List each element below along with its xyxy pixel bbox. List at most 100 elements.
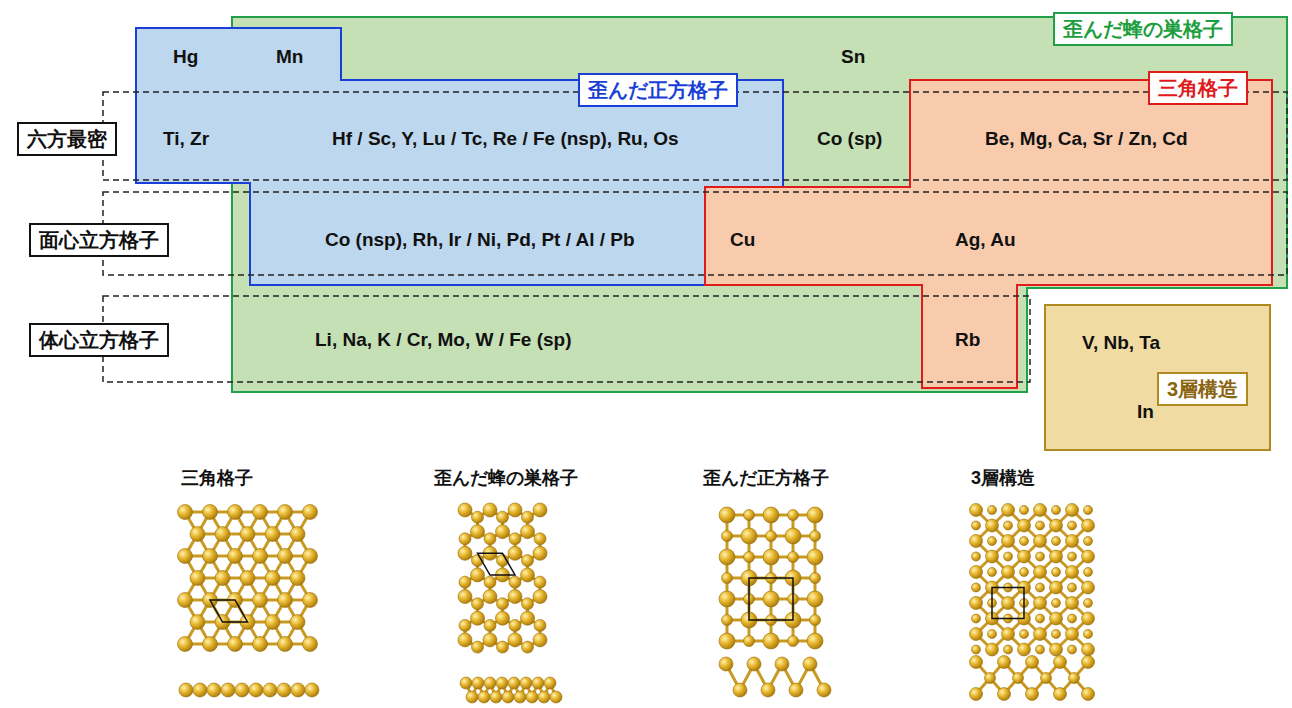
atom [1052, 506, 1061, 515]
atom [986, 519, 999, 532]
atom [788, 552, 799, 563]
atom [533, 503, 547, 517]
atom [1050, 550, 1063, 563]
atom [970, 656, 983, 669]
atom [970, 688, 983, 701]
atom [497, 511, 509, 523]
atom [785, 528, 801, 544]
atom [1036, 583, 1045, 592]
element-label: Hf / Sc, Y, Lu / Tc, Re / Fe (nsp), Ru, … [332, 128, 679, 150]
atom [970, 535, 983, 548]
atom [744, 510, 755, 521]
row-label: 体心立方格子 [29, 323, 169, 357]
atom [722, 615, 733, 626]
atom [972, 521, 981, 530]
unit-cell [210, 600, 248, 622]
atom [483, 633, 497, 647]
atom [1020, 630, 1029, 639]
region-title: 3層構造 [1157, 372, 1248, 406]
atom [520, 677, 532, 689]
atom [303, 549, 318, 564]
atom [508, 677, 520, 689]
atom [1082, 656, 1095, 669]
atom [496, 611, 510, 625]
atom [221, 683, 235, 697]
atom [985, 673, 996, 684]
atom [203, 637, 218, 652]
atom [193, 683, 207, 697]
atom [534, 533, 546, 545]
atom [526, 691, 538, 703]
atom [1002, 504, 1015, 517]
atom [998, 688, 1011, 701]
node-text: 歪んだ蜂の巣格子 [1063, 18, 1223, 40]
atom [497, 598, 509, 610]
atom [278, 637, 293, 652]
atom [265, 527, 280, 542]
atom [1052, 599, 1061, 608]
atom [228, 549, 243, 564]
atom [1084, 599, 1093, 608]
atom [972, 552, 981, 561]
atom [1084, 506, 1093, 515]
element-label: Be, Mg, Ca, Sr / Zn, Cd [985, 128, 1188, 150]
atom [1034, 535, 1047, 548]
atom [1018, 519, 1031, 532]
atom [1066, 628, 1079, 641]
atom [472, 641, 484, 653]
atom [509, 533, 521, 545]
atom [502, 691, 514, 703]
atom [1002, 628, 1015, 641]
atom [508, 503, 522, 517]
atom [1068, 521, 1077, 530]
atom [986, 550, 999, 563]
atom [263, 683, 277, 697]
atom [810, 573, 821, 584]
atom [733, 683, 747, 697]
element-label: Cu [730, 229, 755, 251]
atom [719, 591, 735, 607]
atom [1050, 643, 1063, 656]
element-label: Co (nsp), Rh, Ir / Ni, Pd, Pt / Al / Pb [325, 229, 635, 251]
atom [1026, 688, 1039, 701]
region-title: 歪んだ正方格子 [578, 73, 738, 107]
atom [534, 576, 546, 588]
atom [1082, 519, 1095, 532]
atom [1069, 673, 1080, 684]
atom [207, 683, 221, 697]
node-text: 六方最密 [27, 128, 107, 150]
atom [253, 637, 268, 652]
atom [1050, 519, 1063, 532]
atom [228, 505, 243, 520]
atom [496, 677, 508, 689]
atom [988, 568, 997, 577]
atom [719, 657, 733, 671]
atom [817, 683, 831, 697]
atom [1082, 688, 1095, 701]
atom [249, 683, 263, 697]
atom [1002, 535, 1015, 548]
atom [278, 593, 293, 608]
unit-cell [749, 578, 793, 620]
atom [1050, 612, 1063, 625]
atom [1084, 568, 1093, 577]
atom [1052, 630, 1061, 639]
node-text: 歪んだ正方格子 [588, 79, 728, 101]
atom [190, 571, 205, 586]
atom [1018, 550, 1031, 563]
atom [1018, 643, 1031, 656]
atom [178, 593, 193, 608]
atom [303, 505, 318, 520]
row-outline [103, 192, 1287, 275]
atom [1034, 597, 1047, 610]
atom [803, 657, 817, 671]
atom [719, 633, 735, 649]
atom [810, 615, 821, 626]
atom [744, 636, 755, 647]
atom [538, 691, 550, 703]
atom [253, 505, 268, 520]
figure-title: 三角格子 [181, 468, 253, 489]
atom [290, 571, 305, 586]
atom [459, 533, 471, 545]
atom [1066, 504, 1079, 517]
